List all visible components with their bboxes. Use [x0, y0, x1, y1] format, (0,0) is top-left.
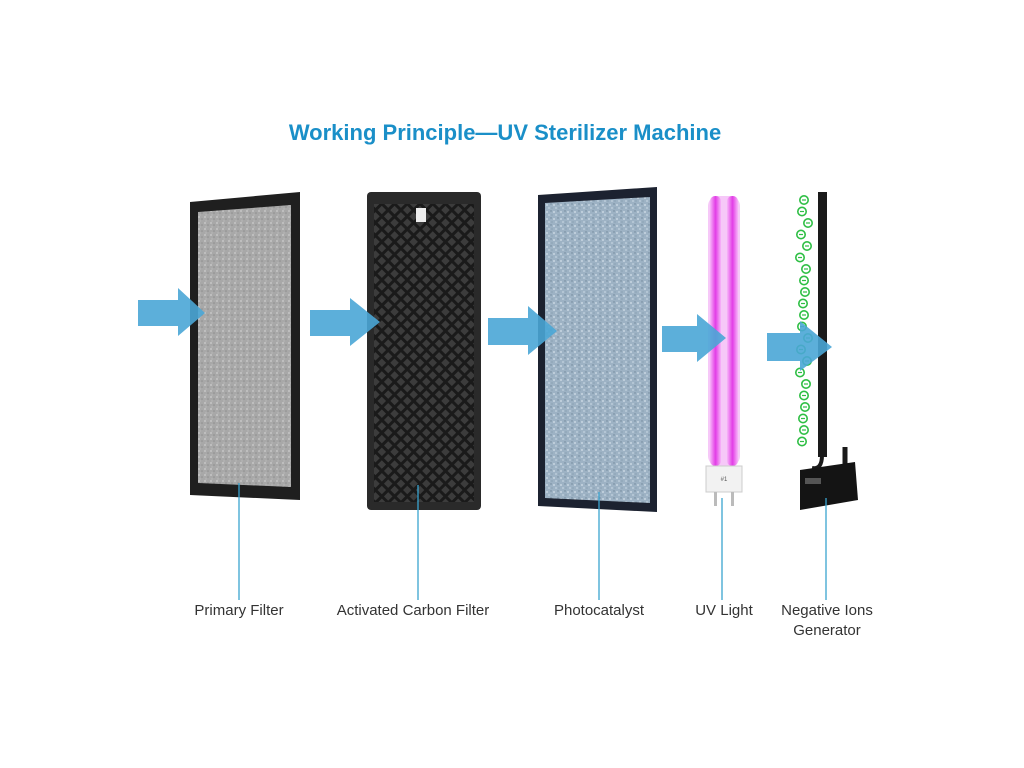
airflow-arrow-5 — [767, 321, 832, 371]
leader-lines — [238, 483, 827, 600]
airflow-arrow-2 — [310, 298, 380, 346]
ion-particle — [798, 275, 809, 286]
ion-particle — [796, 206, 807, 217]
ion-particle — [798, 195, 809, 206]
carbon-filter-tag — [416, 208, 426, 222]
ion-particle — [799, 286, 810, 297]
airflow-arrow-1 — [138, 288, 205, 336]
label-activated-carbon-filter: Activated Carbon Filter — [336, 602, 490, 619]
uv-lamp — [705, 196, 743, 506]
ion-particle — [800, 378, 811, 389]
primary-filter-panel — [190, 192, 300, 500]
label-negative-ions-generator-line-1: Negative Ions — [781, 602, 873, 619]
ion-particle — [797, 413, 808, 424]
ion-particle — [797, 298, 808, 309]
photocatalyst-panel — [538, 187, 657, 512]
airflow-arrow-3 — [488, 306, 557, 355]
ion-particle — [798, 390, 809, 401]
ion-particle — [798, 309, 809, 320]
airflow-arrow-4 — [662, 314, 726, 362]
ion-particle — [801, 241, 812, 252]
airflow-arrows — [138, 288, 832, 371]
ion-generator — [794, 192, 858, 510]
label-primary-filter: Primary Filter — [194, 602, 284, 619]
ion-particle — [802, 218, 813, 229]
ion-particles — [794, 195, 813, 447]
ion-particle — [794, 252, 805, 263]
ion-particle — [798, 424, 809, 435]
page-title: Working Principle—UV Sterilizer Machine — [288, 120, 722, 145]
label-negative-ions-generator-line-2: Generator — [793, 622, 861, 639]
ion-particle — [796, 436, 807, 447]
ion-particle — [800, 263, 811, 274]
ion-particle — [799, 401, 810, 412]
label-photocatalyst: Photocatalyst — [553, 602, 645, 619]
uv-lamp-marking: #1 — [721, 477, 728, 483]
ion-particle — [795, 229, 806, 240]
carbon-filter-panel — [367, 192, 481, 510]
label-uv-light: UV Light — [695, 602, 753, 619]
